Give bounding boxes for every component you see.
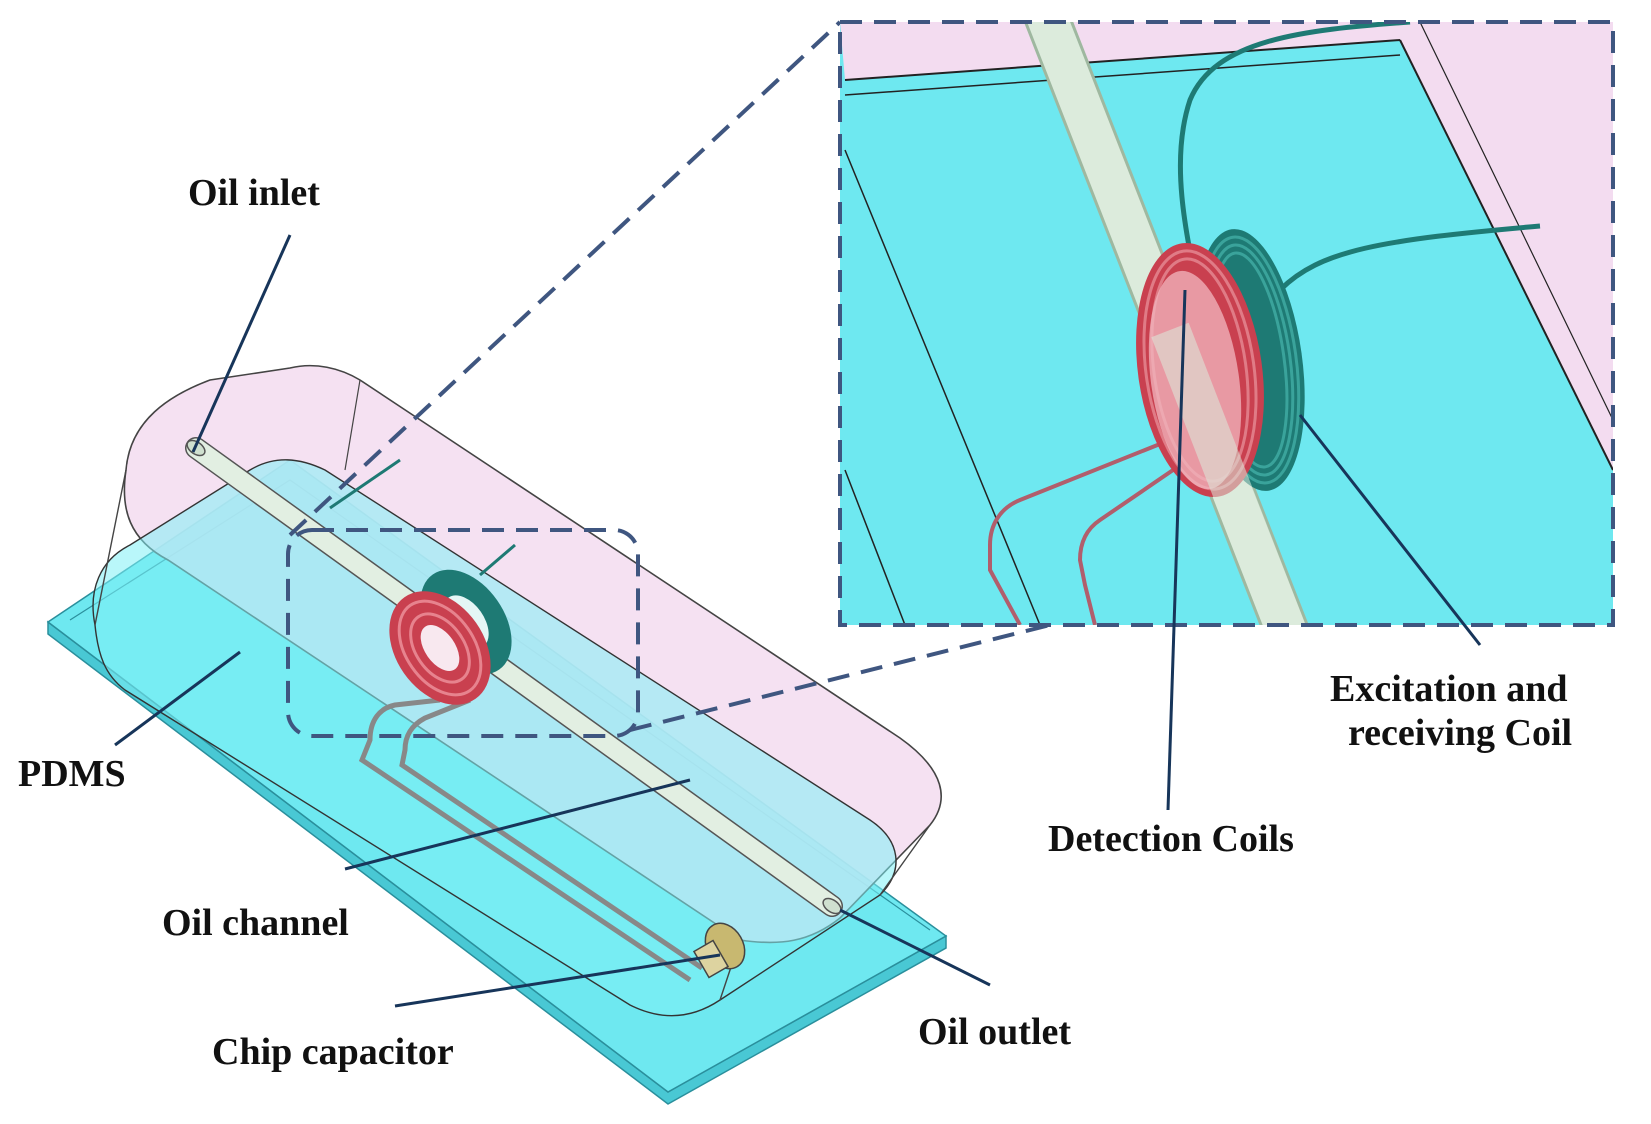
inset-detection-wire-2 — [1077, 453, 1197, 625]
leader-chip-capacitor — [394, 953, 721, 1008]
inset-pdms-region — [840, 22, 1613, 470]
inset-detection-wire-1 — [988, 438, 1171, 625]
label-oil-outlet: Oil outlet — [918, 1011, 1072, 1053]
coil-wire-outer — [358, 697, 692, 983]
leader-oil-outlet — [839, 908, 991, 987]
zoom-connector-bottom — [629, 623, 1051, 732]
inset-excitation-wire-1 — [1177, 22, 1411, 301]
label-excitation-line1: Excitation and — [1330, 668, 1568, 710]
label-oil-inlet: Oil inlet — [188, 172, 320, 214]
leader-detection-coils — [1166, 289, 1187, 811]
zoom-region-box — [286, 528, 640, 738]
label-oil-channel: Oil channel — [162, 902, 349, 944]
coil-wire-inner — [399, 697, 704, 971]
device-assembly — [46, 364, 948, 1105]
label-chip-capacitor: Chip capacitor — [212, 1031, 454, 1073]
leader-lines — [114, 234, 1482, 1008]
label-pdms: PDMS — [18, 753, 126, 795]
leader-pdms — [114, 650, 241, 747]
inset-excitation-wire-2 — [1278, 223, 1541, 292]
label-excitation-line2: receiving Coil — [1348, 711, 1573, 754]
zoom-inset — [840, 22, 1613, 625]
inset-border — [838, 20, 1615, 627]
leader-excitation-coil — [1298, 414, 1482, 646]
label-detection-coils: Detection Coils — [1048, 818, 1294, 860]
zoom-connector-top — [288, 20, 842, 537]
leader-oil-channel — [344, 778, 691, 871]
label-excitation-receiving-coil: Excitation and receiving Coil — [1330, 668, 1572, 755]
chip-capacitor — [692, 922, 746, 979]
leader-oil-inlet — [191, 234, 292, 453]
